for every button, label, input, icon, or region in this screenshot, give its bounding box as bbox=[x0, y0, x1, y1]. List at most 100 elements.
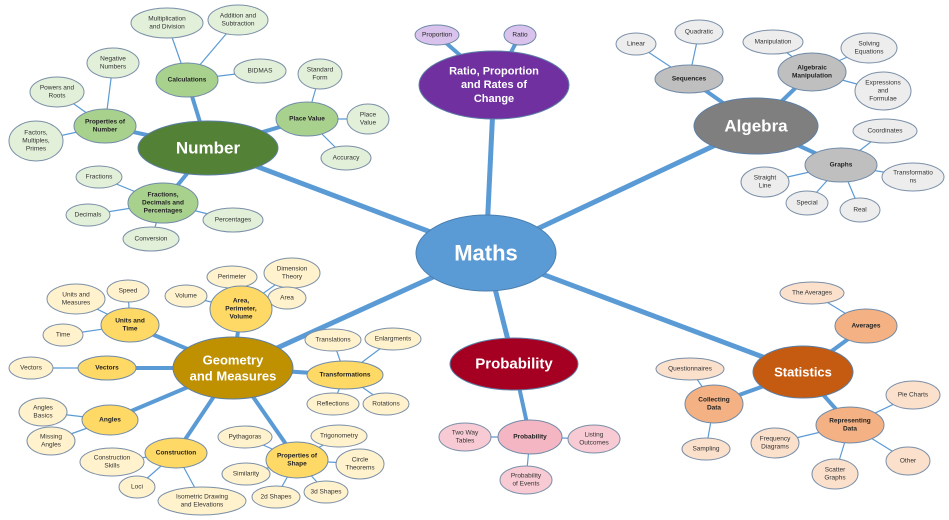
center-maths[interactable]: Maths bbox=[415, 214, 557, 292]
leaf-transformations-graphs[interactable]: Transformations bbox=[881, 162, 945, 192]
leaf-factors-multiples-primes[interactable]: Factors,Multiples,Primes bbox=[8, 120, 64, 162]
leaf-percentages[interactable]: Percentages bbox=[202, 207, 264, 233]
leaf-special[interactable]: Special bbox=[785, 190, 829, 216]
leaf-enlargments[interactable]: Enlargments bbox=[364, 327, 422, 351]
leaf-questionnaires[interactable]: Questionnaires bbox=[655, 357, 725, 381]
leaf-sampling[interactable]: Sampling bbox=[681, 437, 731, 461]
leaf-the-averages[interactable]: The Averages bbox=[779, 281, 845, 305]
branch-statistics[interactable]: Statistics bbox=[752, 345, 854, 399]
leaf-speed[interactable]: Speed bbox=[106, 279, 150, 303]
branch-algebra[interactable]: Algebra bbox=[693, 97, 819, 155]
leaf-expressions-and-formulae-shape bbox=[854, 71, 912, 111]
subtopic-proportion[interactable]: Proportion bbox=[414, 24, 460, 46]
leaf-manipulation[interactable]: Manipulation bbox=[742, 29, 804, 55]
subtopic-vectors[interactable]: Vectors bbox=[77, 355, 137, 381]
leaf-two-way-tables-label: Tables bbox=[456, 438, 476, 445]
leaf-units-and-measures-label: Units and bbox=[62, 291, 90, 298]
subtopic-sequences[interactable]: Sequences bbox=[654, 64, 724, 94]
leaf-powers-and-roots-shape bbox=[29, 76, 85, 108]
leaf-volume[interactable]: Volume bbox=[164, 284, 208, 308]
leaf-coordinates[interactable]: Coordinates bbox=[852, 118, 918, 144]
branch-probability[interactable]: Probability bbox=[449, 337, 579, 391]
leaf-standard-form-label: Form bbox=[312, 75, 327, 82]
leaf-other[interactable]: Other bbox=[885, 446, 931, 476]
leaf-similarity[interactable]: Similarity bbox=[221, 462, 271, 486]
subtopic-construction[interactable]: Construction bbox=[144, 437, 208, 469]
subtopic-calculations[interactable]: Calculations bbox=[155, 62, 219, 98]
leaf-area[interactable]: Area bbox=[267, 286, 307, 310]
subtopic-averages[interactable]: Averages bbox=[834, 308, 898, 344]
subtopic-collecting-data-shape bbox=[684, 384, 744, 424]
leaf-3d-shapes[interactable]: 3d Shapes bbox=[303, 480, 349, 504]
leaf-decimals[interactable]: Decimals bbox=[65, 203, 111, 227]
leaf-vectors-leaf[interactable]: Vectors bbox=[8, 356, 54, 380]
leaf-pythagoras[interactable]: Pythagoras bbox=[217, 425, 273, 449]
leaf-rotations[interactable]: Rotations bbox=[362, 392, 410, 416]
leaf-real[interactable]: Real bbox=[839, 197, 881, 223]
leaf-powers-and-roots-label: Roots bbox=[49, 93, 67, 100]
subtopic-probability-sub[interactable]: Probability bbox=[497, 419, 563, 455]
subtopic-angles[interactable]: Angles bbox=[81, 404, 139, 436]
leaf-trigonometry[interactable]: Trigonometry bbox=[310, 424, 368, 448]
leaf-time[interactable]: Time bbox=[42, 323, 84, 347]
subtopic-place-value[interactable]: Place Value bbox=[275, 101, 339, 137]
subtopic-calculations-label: Calculations bbox=[168, 77, 207, 84]
leaf-time-shape bbox=[42, 323, 84, 347]
subtopic-area-perimeter-volume[interactable]: Area,Perimeter,Volume bbox=[209, 285, 273, 333]
leaf-negative-numbers-label: Numbers bbox=[100, 64, 127, 71]
leaf-conversion[interactable]: Conversion bbox=[122, 226, 180, 252]
leaf-construction-skills-label: Skills bbox=[104, 463, 120, 470]
leaf-straight-line-label: Straight bbox=[754, 174, 777, 181]
leaf-coordinates-shape bbox=[852, 118, 918, 144]
leaf-quadratic[interactable]: Quadratic bbox=[674, 19, 724, 45]
leaf-the-averages-shape bbox=[779, 281, 845, 305]
leaf-translations[interactable]: Translations bbox=[304, 328, 362, 352]
subtopic-transformations[interactable]: Transformations bbox=[306, 360, 384, 390]
leaf-perimeter[interactable]: Perimeter bbox=[206, 265, 258, 289]
leaf-coordinates-label: Coordinates bbox=[867, 128, 903, 135]
leaf-expressions-and-formulae-label: Expressions bbox=[865, 79, 901, 86]
leaf-bidmas[interactable]: BIDMAS bbox=[233, 58, 287, 84]
branch-number[interactable]: Number bbox=[137, 120, 279, 176]
leaf-2d-shapes[interactable]: 2d Shapes bbox=[251, 485, 301, 509]
leaf-loci[interactable]: Loci bbox=[118, 475, 156, 499]
leaf-fractions[interactable]: Fractions bbox=[75, 165, 123, 189]
subtopic-graphs[interactable]: Graphs bbox=[804, 147, 878, 183]
leaf-reflections[interactable]: Reflections bbox=[306, 392, 360, 416]
leaf-percentages-label: Percentages bbox=[215, 217, 252, 224]
leaf-pie-charts[interactable]: Pie Charts bbox=[885, 380, 941, 410]
leaf-accuracy[interactable]: Accuracy bbox=[320, 145, 372, 171]
subtopic-ratio-leaf[interactable]: Ratio bbox=[503, 24, 537, 46]
leaf-linear[interactable]: Linear bbox=[615, 32, 657, 56]
